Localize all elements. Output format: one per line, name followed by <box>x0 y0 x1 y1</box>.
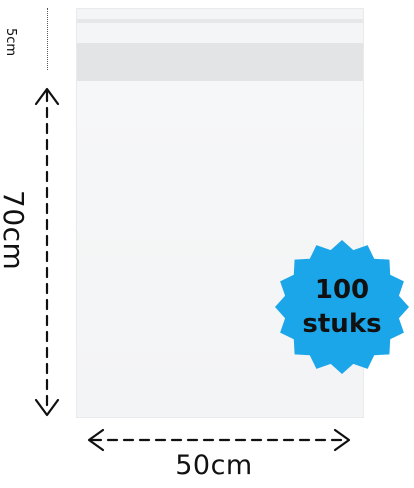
badge-starburst-icon <box>275 240 409 374</box>
badge-text: 100 stuks <box>273 238 411 376</box>
width-dimension-label: 50cm <box>0 450 414 481</box>
height-arrow-icon <box>34 87 60 417</box>
plastic-bag <box>76 8 364 418</box>
width-dimension-text: 50cm <box>175 450 253 481</box>
width-arrow-icon <box>87 428 351 452</box>
quantity-badge: 100 stuks <box>273 238 411 376</box>
height-dimension-label: 70cm <box>0 190 30 271</box>
badge-quantity: 100 <box>314 275 370 305</box>
bag-adhesive-flap <box>77 43 363 81</box>
bag-seal-strip <box>77 19 363 23</box>
flap-dimension-line <box>47 8 48 70</box>
badge-unit: stuks <box>302 309 382 339</box>
